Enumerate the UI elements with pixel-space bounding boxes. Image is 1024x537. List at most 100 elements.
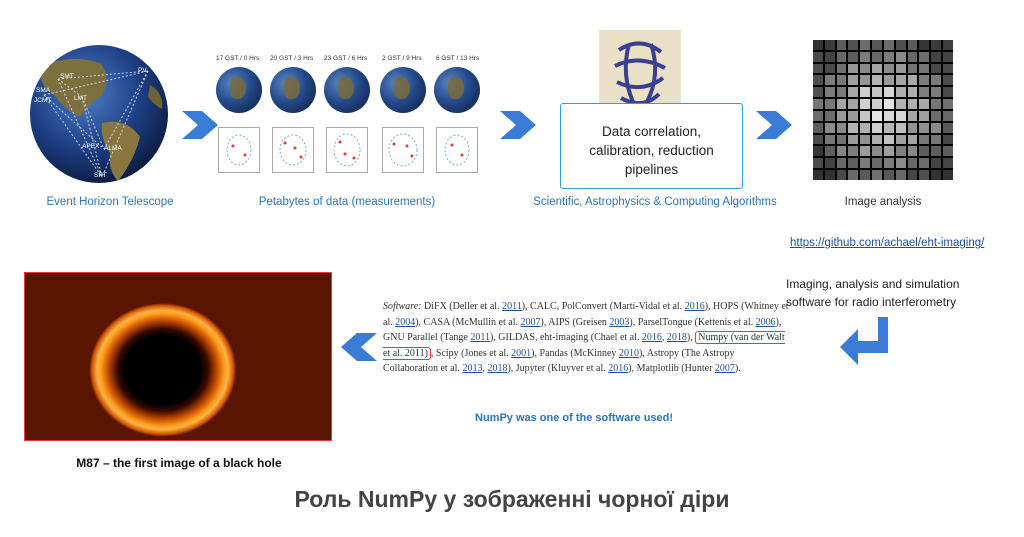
- analysis-cell: [836, 134, 847, 145]
- analysis-cell: [824, 99, 835, 109]
- numpy-citation-highlight: Numpy (van der Walt et al. 2011): [383, 331, 785, 360]
- citation-year-link[interactable]: 2018: [666, 332, 687, 343]
- analysis-cell: [848, 51, 859, 62]
- analysis-cell: [836, 146, 847, 157]
- analysis-cell: [895, 122, 906, 133]
- analysis-cell: [895, 87, 906, 98]
- analysis-cell: [824, 158, 835, 169]
- analysis-cell: [919, 40, 930, 50]
- analysis-cell: [943, 87, 953, 98]
- analysis-cell: [813, 158, 823, 169]
- numpy-note: NumPy was one of the software used!: [475, 412, 674, 424]
- page-title: Роль NumPy у зображенні чорної діри: [294, 486, 730, 512]
- citation-text: ).: [734, 363, 741, 374]
- analysis-cell: [919, 51, 930, 62]
- analysis-cell: [836, 87, 847, 98]
- citation-year-link[interactable]: 2016: [608, 363, 629, 374]
- analysis-cell: [883, 51, 894, 62]
- analysis-cell: [813, 134, 823, 145]
- uv-coverage-plot: [326, 127, 368, 173]
- arrow-right-icon: [756, 111, 792, 139]
- analysis-cell: [931, 51, 942, 62]
- citation-year-link[interactable]: 2011: [470, 332, 490, 343]
- snapshot-label: 17 GST / 0 Hrs: [216, 55, 260, 62]
- analysis-cell: [848, 122, 859, 133]
- black-hole-caption: M87 – the first image of a black hole: [76, 456, 282, 470]
- earth-snapshot: [216, 67, 262, 113]
- analysis-cell: [813, 99, 823, 109]
- data-measurements-panel: 17 GST / 0 Hrs 20 GST / 3 Hrs 23 GST / 6…: [212, 55, 502, 185]
- analysis-cell: [907, 87, 918, 98]
- analysis-cell: [943, 110, 953, 121]
- site-sma: SMA: [36, 87, 51, 94]
- citation-text: ),: [686, 332, 696, 343]
- analysis-cell: [907, 51, 918, 62]
- south-america-shape: [101, 121, 140, 181]
- analysis-cell: [883, 158, 894, 169]
- black-hole-image: [24, 272, 332, 441]
- analysis-cell: [931, 63, 942, 74]
- analysis-cell: [824, 110, 835, 121]
- analysis-cell: [907, 170, 918, 180]
- analysis-cell: [895, 170, 906, 180]
- citation-year-link[interactable]: 2013: [462, 363, 483, 374]
- correlation-logo: [599, 30, 681, 116]
- citation-year-link[interactable]: 2003: [609, 316, 630, 328]
- citation-year-link[interactable]: 2007: [520, 316, 541, 328]
- site-pv: PV: [138, 67, 147, 74]
- analysis-cell: [931, 146, 942, 157]
- analysis-cell: [943, 40, 953, 50]
- earth-snapshot: [434, 67, 480, 113]
- analysis-cell: [848, 170, 859, 180]
- citation-text: ), Pandas (McKinney: [531, 347, 619, 359]
- citation-year-link[interactable]: 2018: [487, 363, 508, 374]
- analysis-cell: [860, 75, 871, 86]
- citation-year-link[interactable]: 2006: [755, 316, 776, 328]
- site-smt: SMT: [60, 73, 74, 80]
- analysis-cell: [872, 75, 882, 86]
- analysis-cell: [813, 63, 823, 74]
- analysis-cell: [883, 134, 894, 145]
- stage2-caption: Petabytes of data (measurements): [258, 196, 436, 208]
- analysis-cell: [895, 75, 906, 86]
- analysis-cell: [813, 75, 823, 86]
- analysis-cell: [907, 75, 918, 86]
- analysis-cell: [872, 122, 882, 133]
- github-link[interactable]: https://github.com/achael/eht-imaging/: [790, 237, 985, 249]
- citation-year-link[interactable]: 2001: [511, 347, 532, 359]
- citation-text: , Scipy (Jones et al.: [430, 347, 512, 359]
- stage4-caption: Image analysis: [844, 196, 922, 208]
- citation-year-link[interactable]: 2016: [684, 301, 705, 312]
- analysis-cell: [872, 170, 882, 180]
- citation-year-link[interactable]: 2004: [395, 316, 416, 328]
- citation-text: ,: [661, 332, 667, 343]
- analysis-cell: [919, 75, 930, 86]
- analysis-cell: [860, 134, 871, 145]
- analysis-cell: [848, 40, 859, 50]
- citation-text: ), CASA (McMullin et al.: [415, 316, 521, 328]
- analysis-cell: [848, 63, 859, 74]
- citation-year-link[interactable]: 2011: [502, 301, 522, 312]
- software-citation: Software: DiFX (Deller et al. 2011), CAL…: [383, 299, 791, 377]
- analysis-cell: [931, 40, 942, 50]
- citation-year-link[interactable]: 2016: [641, 332, 662, 343]
- analysis-cell: [824, 51, 835, 62]
- analysis-cell: [907, 134, 918, 145]
- citation-text: ), GNU Parallel (Tange: [383, 316, 782, 344]
- analysis-cell: [836, 99, 847, 109]
- analysis-cell: [883, 40, 894, 50]
- analysis-cell: [943, 134, 953, 145]
- analysis-cell: [848, 87, 859, 98]
- correlation-box-text: Data correlation, calibration, reduction…: [589, 124, 714, 177]
- site-apex: APEX: [82, 143, 100, 150]
- analysis-cell: [883, 110, 894, 121]
- analysis-cell: [860, 51, 871, 62]
- analysis-cell: [860, 158, 871, 169]
- snapshot-label: 2 GST / 9 Hrs: [382, 55, 422, 62]
- citation-year-link[interactable]: 2010: [618, 347, 639, 359]
- analysis-cell: [907, 122, 918, 133]
- analysis-cell: [919, 99, 930, 109]
- citation-year-link[interactable]: 2007: [714, 363, 735, 374]
- analysis-cell: [895, 110, 906, 121]
- analysis-cell: [836, 170, 847, 180]
